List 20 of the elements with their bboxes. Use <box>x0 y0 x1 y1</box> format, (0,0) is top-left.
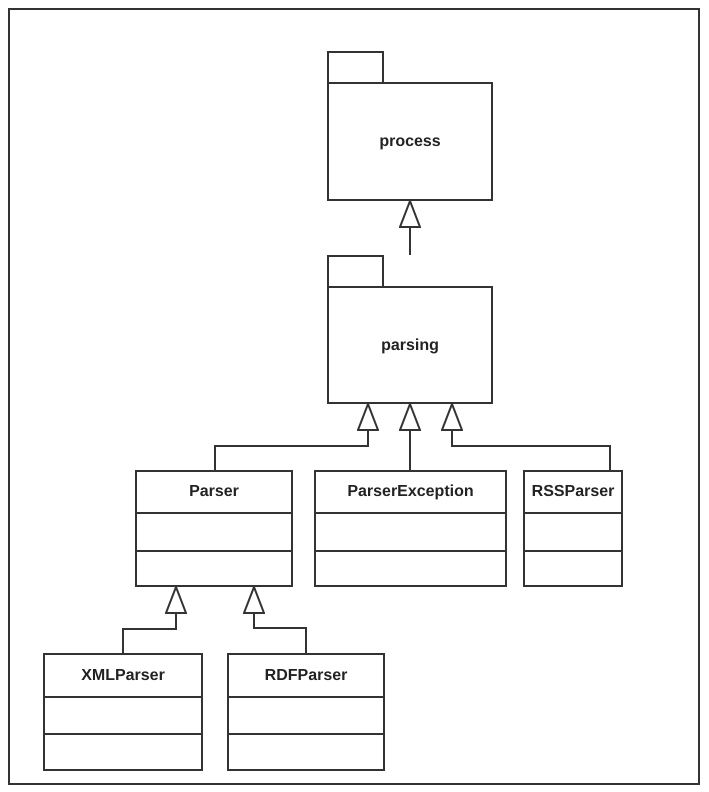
class-box <box>43 653 203 771</box>
class-box <box>523 470 623 587</box>
inheritance-arrow <box>399 200 421 255</box>
class-name: RSSParser <box>532 483 614 501</box>
package-name: process <box>379 133 441 151</box>
class-box <box>314 470 507 587</box>
class-box <box>227 653 385 771</box>
inheritance-arrow <box>441 403 611 470</box>
class-box <box>135 470 293 587</box>
class-name: ParserException <box>347 483 474 501</box>
inheritance-arrow <box>122 586 187 653</box>
inheritance-arrow <box>399 403 421 470</box>
package-shape <box>327 51 493 201</box>
inheritance-arrow <box>214 403 379 470</box>
package-shape <box>327 255 493 404</box>
class-name: RDFParser <box>264 666 348 684</box>
class-name: Parser <box>189 483 239 501</box>
package-name: parsing <box>381 336 439 354</box>
class-name: XMLParser <box>81 666 165 684</box>
inheritance-arrow <box>243 586 307 653</box>
